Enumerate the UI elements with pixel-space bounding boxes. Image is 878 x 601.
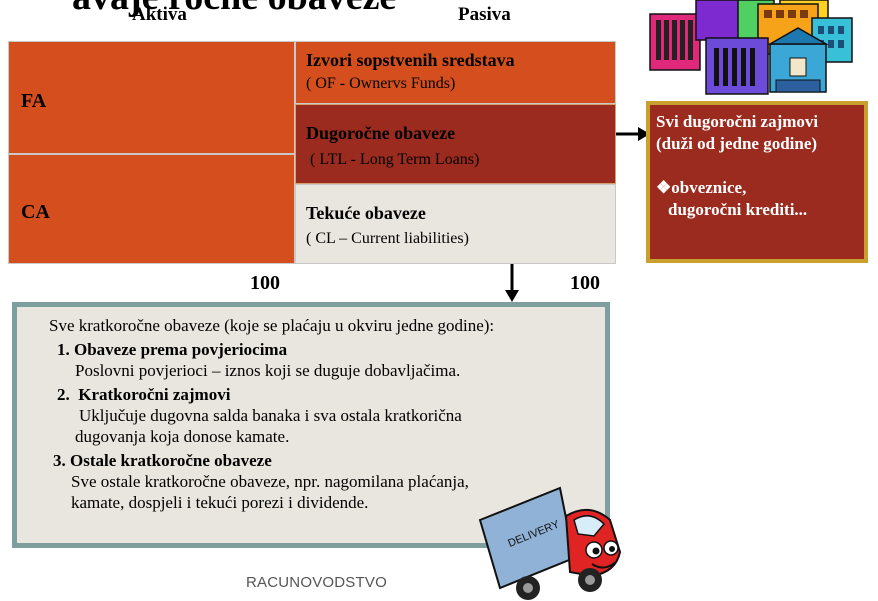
current-liabilities-title: Tekuće obaveze (306, 203, 426, 223)
assets-total: 100 (250, 272, 280, 294)
fa-label: FA (21, 90, 47, 112)
short-term-note-box: Sve kratkoročne obaveze (koje se plaćaju… (12, 302, 610, 548)
current-liabilities-subtitle: ( CL – Current liabilities) (306, 230, 469, 247)
long-term-loans-box: Dugoročne obaveze ( LTL - Long Term Loan… (295, 104, 616, 184)
long-term-loans-subtitle: ( LTL - Long Term Loans) (310, 151, 480, 168)
item-text: Poslovni povjerioci – iznos koji se dugu… (75, 361, 461, 380)
item-title: Kratkoročni zajmovi (78, 385, 231, 404)
item-title: Obaveze prema povjeriocima (74, 340, 288, 359)
item-text: dugovanja koja donose kamate. (75, 427, 290, 446)
long-term-note-line4: dugoročni krediti... (668, 200, 808, 219)
fixed-assets-box: FA (8, 41, 295, 154)
footer-label: RACUNOVODSTVO (246, 574, 387, 591)
ca-label: CA (21, 201, 50, 223)
owners-funds-subtitle: ( OF - Ownervs Funds) (306, 75, 456, 92)
long-term-loans-title: Dugoročne obaveze (306, 123, 456, 143)
item-number: 2. (57, 385, 70, 404)
liabilities-total: 100 (570, 272, 600, 294)
long-term-note-line2: (duži od jedne godine) (656, 134, 818, 153)
diamond-bullet-icon: ❖ (656, 178, 672, 197)
short-term-intro: Sve kratkoročne obaveze (koje se plaćaju… (49, 316, 495, 335)
delivery-truck-icon: DELIVERY (478, 486, 622, 600)
owners-funds-box: Izvori sopstvenih sredstava ( OF - Owner… (295, 41, 616, 104)
item-number: 3. (53, 451, 66, 470)
current-assets-box: CA (8, 154, 295, 264)
item-text: Sve ostale kratkoročne obaveze, npr. nag… (71, 472, 469, 491)
aktiva-header: Aktiva (132, 4, 187, 25)
down-arrow-icon (505, 264, 519, 302)
item-text: kamate, dospjeli i tekući porezi i divid… (71, 493, 369, 512)
long-term-note-box: Svi dugoročni zajmovi (duži od jedne god… (646, 101, 868, 263)
slide-title: avaje ročne obaveze (72, 0, 396, 16)
pasiva-header: Pasiva (458, 4, 511, 25)
item-text: Uključuje dugovna salda banaka i sva ost… (79, 406, 462, 425)
item-title: Ostale kratkoročne obaveze (70, 451, 272, 470)
right-arrow-icon (616, 127, 650, 141)
long-term-note-line3: obveznice, (671, 178, 747, 197)
buildings-icon (649, 0, 853, 95)
current-liabilities-box: Tekuće obaveze ( CL – Current liabilitie… (295, 184, 616, 264)
item-number: 1. (57, 340, 70, 359)
long-term-note-line1: Svi dugoročni zajmovi (656, 112, 819, 131)
owners-funds-title: Izvori sopstvenih sredstava (306, 50, 515, 70)
